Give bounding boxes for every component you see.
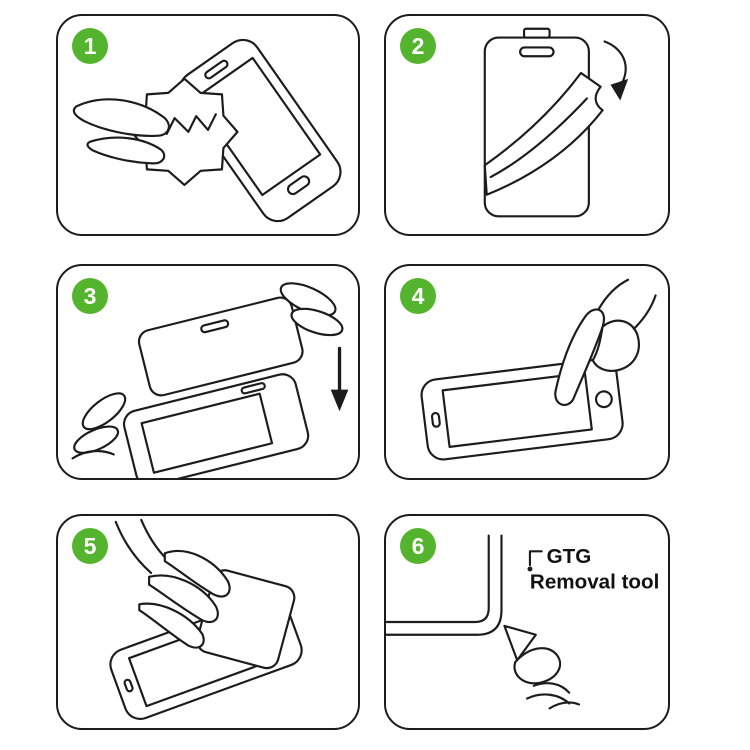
- protective-film: [483, 71, 604, 196]
- phone-screen: [441, 371, 593, 448]
- step-panel-6: GTG Removal tool 6: [384, 514, 670, 730]
- speaker-slot: [240, 382, 266, 395]
- finger: [148, 574, 219, 624]
- peel-protective-film-illustration: [483, 27, 629, 218]
- palm-line: [71, 449, 115, 460]
- corner-outer-edge: [386, 534, 503, 636]
- pressing-hand: [554, 278, 657, 406]
- thumb: [513, 647, 562, 685]
- down-arrow-icon: [330, 346, 349, 412]
- step-panel-4: 4: [384, 264, 670, 480]
- speaker-slot: [204, 59, 229, 80]
- thumb: [72, 98, 170, 137]
- glass-sheet: [137, 296, 304, 397]
- corner-removal-tool-illustration: GTG Removal tool: [386, 534, 659, 710]
- right-hand: [279, 282, 344, 337]
- leader-line: [528, 550, 543, 567]
- film-sheet: [483, 71, 604, 196]
- press-screen-with-finger-illustration: [420, 278, 657, 461]
- speaker-slot: [123, 678, 134, 693]
- phone-body: [122, 373, 310, 478]
- finger-line: [525, 693, 571, 705]
- wrist-line: [140, 518, 168, 561]
- home-button: [286, 175, 311, 196]
- left-hand: [71, 392, 127, 460]
- step-panel-2: 2: [384, 14, 670, 236]
- step-badge-3: 3: [72, 278, 108, 314]
- phone-screen: [140, 392, 274, 474]
- finger-line: [548, 701, 581, 710]
- step-badge-5: 5: [72, 528, 108, 564]
- glass-corner: [386, 534, 503, 636]
- wrist-line: [632, 294, 657, 330]
- step-panel-3: 3: [56, 264, 360, 480]
- glass-speaker-cutout: [200, 319, 230, 334]
- removal-tool-hand: [503, 624, 581, 710]
- film-tab: [522, 27, 551, 39]
- leader-dot: [527, 566, 533, 572]
- finger: [73, 425, 120, 454]
- peel-arrow-icon: [603, 40, 629, 101]
- wrist-line: [597, 278, 630, 311]
- removal-tool: [503, 624, 537, 662]
- step-panel-1: 1: [56, 14, 360, 236]
- arrow-head: [330, 389, 349, 412]
- phone-screen: [193, 56, 322, 197]
- phone-body: [420, 358, 624, 461]
- finger: [138, 602, 205, 649]
- step-badge-4: 4: [400, 278, 436, 314]
- finger: [163, 550, 231, 598]
- phone: [420, 358, 624, 461]
- annotation-line2: Removal tool: [530, 571, 659, 594]
- step-badge-1: 1: [72, 28, 108, 64]
- hand: [114, 518, 231, 649]
- speaker-slot: [430, 411, 441, 428]
- fist: [591, 319, 640, 372]
- film-curl-line: [489, 97, 588, 179]
- annotation: GTG Removal tool: [527, 545, 659, 594]
- finger: [86, 136, 166, 165]
- finger-line: [532, 682, 571, 694]
- speaker-slot: [519, 46, 555, 58]
- finger: [290, 307, 344, 337]
- cloth-texture: [151, 113, 217, 135]
- thumb: [81, 392, 127, 431]
- step-badge-2: 2: [400, 28, 436, 64]
- align-glass-over-phone-illustration: [71, 282, 349, 478]
- smooth-with-card-illustration: [109, 518, 303, 721]
- arrow-head: [610, 78, 629, 101]
- step-panel-5: 5: [56, 514, 360, 730]
- corner-inner-edge: [386, 534, 490, 624]
- annotation-line1: GTG: [547, 545, 592, 568]
- phone: [122, 373, 310, 478]
- step-badge-6: 6: [400, 528, 436, 564]
- hand: [72, 98, 170, 165]
- home-button: [594, 390, 613, 409]
- wrist-line: [114, 520, 153, 575]
- tempered-glass: [137, 296, 304, 397]
- wipe-phone-with-cloth-illustration: [72, 38, 342, 223]
